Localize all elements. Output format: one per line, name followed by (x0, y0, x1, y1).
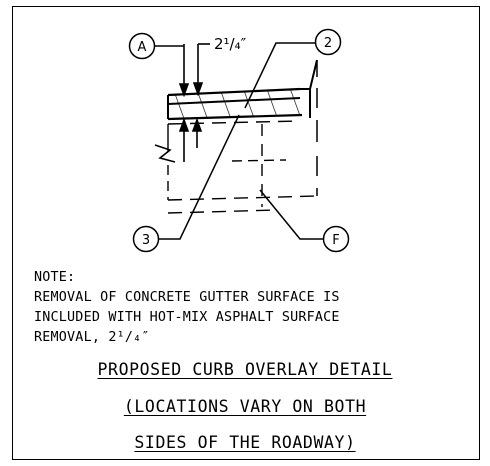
callout-f: F (322, 225, 350, 253)
drawing-border (12, 6, 480, 460)
note-line-2: INCLUDED WITH HOT-MIX ASPHALT SURFACE (34, 310, 340, 325)
leader-lines (155, 42, 323, 240)
title-line-3: SIDES OF THE ROADWAY) (134, 433, 356, 452)
callout-2-label: 2 (324, 36, 332, 51)
note-line-3: REMOVAL, 2¹/₄″ (34, 330, 150, 345)
asphalt-overlay (167, 87, 303, 121)
callout-2: 2 (314, 28, 342, 56)
title-line-1: PROPOSED CURB OVERLAY DETAIL (97, 360, 393, 379)
title-line-2: (LOCATIONS VARY ON BOTH (123, 397, 367, 416)
callout-f-label: F (332, 233, 339, 248)
callout-a: A (128, 32, 156, 60)
callout-a-label: A (138, 40, 147, 55)
note-heading: NOTE: (34, 270, 76, 285)
existing-pavement-dashed (167, 120, 318, 214)
dimension-label: 2¹/₄″ (214, 35, 247, 53)
curb-face (300, 59, 318, 196)
break-line (154, 144, 176, 163)
note-block: NOTE: REMOVAL OF CONCRETE GUTTER SURFACE… (34, 268, 474, 348)
dimension-arrows (178, 43, 210, 162)
callout-3: 3 (132, 225, 160, 253)
callout-3-label: 3 (142, 233, 150, 248)
note-line-1: REMOVAL OF CONCRETE GUTTER SURFACE IS (34, 290, 340, 305)
